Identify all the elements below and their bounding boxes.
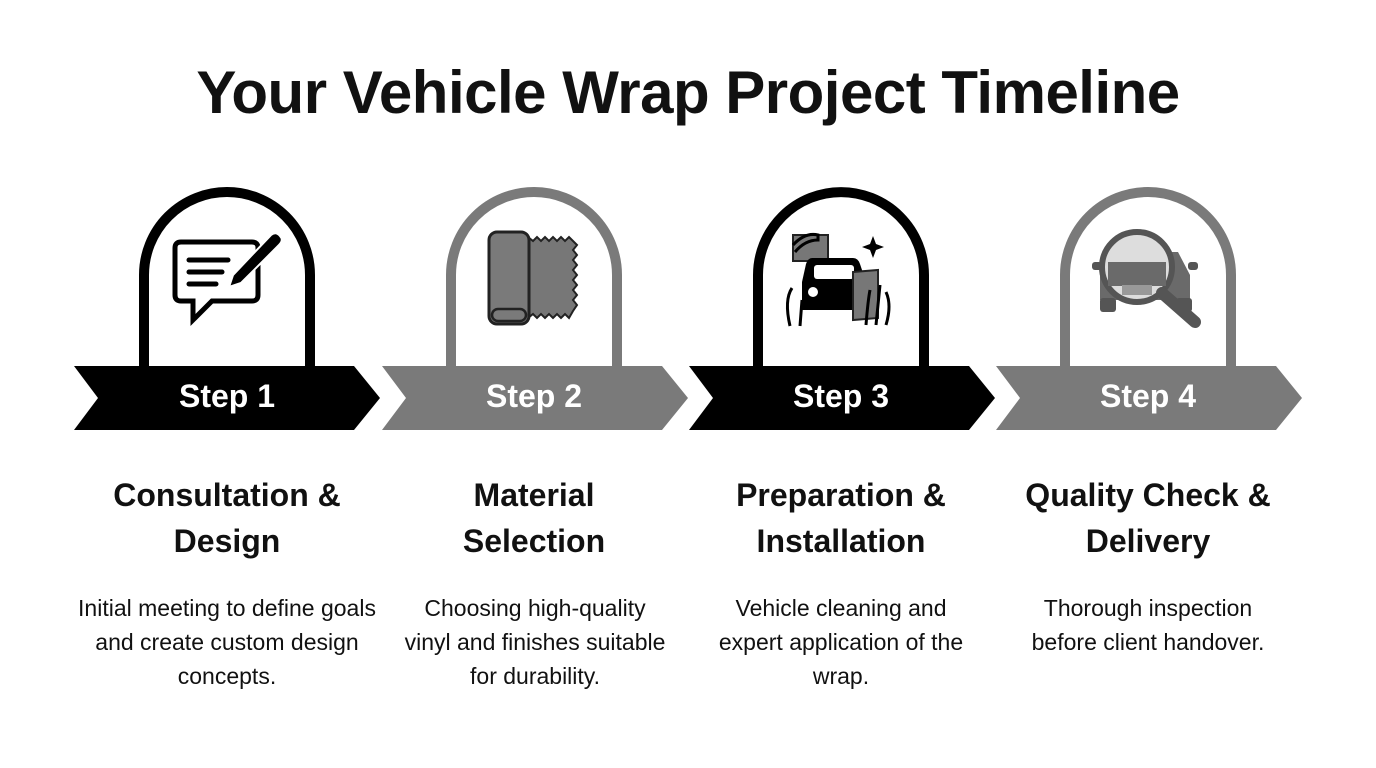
step-3-description: Vehicle cleaning and expert application … — [718, 595, 964, 689]
step-1-description: Initial meeting to define goals and crea… — [78, 595, 376, 689]
step-2-heading: Material Selection — [462, 477, 606, 559]
step-3-arch — [753, 187, 929, 368]
step-2-label: Step 2 — [485, 378, 583, 414]
step-2-arch — [446, 187, 622, 368]
step-2-chevron — [382, 366, 688, 430]
step-2-description: Choosing high-quality vinyl and finishes… — [404, 595, 666, 689]
step-3-label: Step 3 — [792, 378, 890, 414]
chat-bubble-pencil-icon — [172, 232, 283, 327]
step-4-description: Thorough inspection before client handov… — [1031, 595, 1265, 655]
car-wrap-hands-icon — [785, 233, 891, 327]
step-4-arch — [1060, 187, 1236, 368]
vinyl-roll-icon — [487, 230, 579, 326]
step-4-heading: Quality Check & Delivery — [1025, 477, 1271, 559]
page-title: Your Vehicle Wrap Project Timeline — [196, 59, 1180, 126]
step-4-label: Step 4 — [1099, 378, 1197, 414]
car-magnifier-icon — [1092, 229, 1201, 328]
step-3-heading: Preparation & Installation — [736, 477, 946, 559]
step-1-label: Step 1 — [178, 378, 276, 414]
step-4-chevron — [996, 366, 1302, 430]
step-1-arch — [139, 187, 315, 368]
step-1-heading: Consultation & Design — [113, 477, 341, 559]
step-1-chevron — [74, 366, 380, 430]
step-3-chevron — [689, 366, 995, 430]
